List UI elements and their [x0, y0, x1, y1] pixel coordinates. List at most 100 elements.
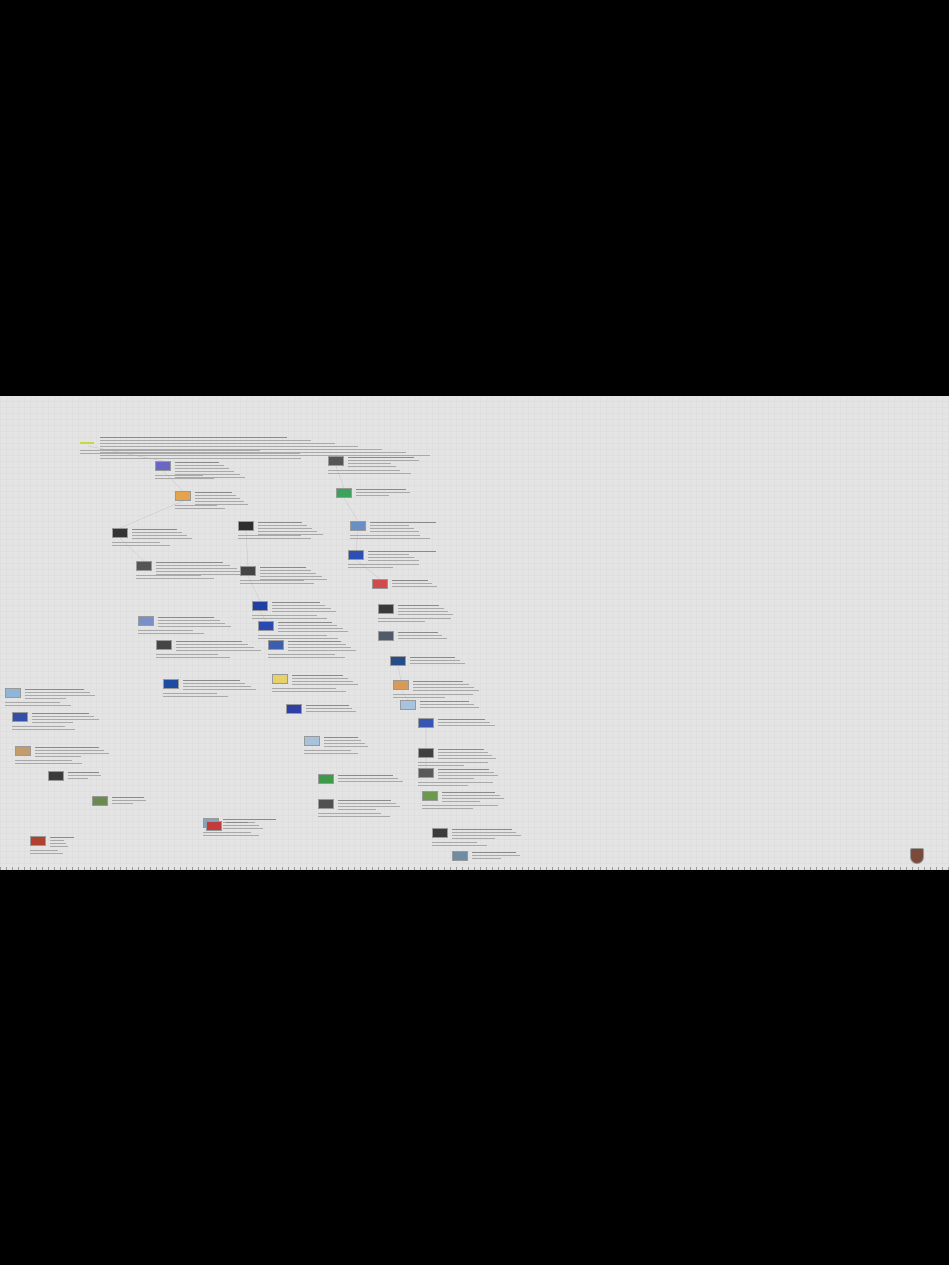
text-line	[226, 822, 248, 823]
mind-map-canvas[interactable]	[0, 396, 949, 870]
thumbnail-icon	[206, 821, 222, 831]
text-line	[452, 829, 512, 830]
text-line	[442, 792, 496, 793]
text-line	[5, 705, 71, 706]
text-line	[68, 775, 102, 776]
thumbnail-icon	[286, 704, 302, 714]
text-line	[278, 628, 343, 629]
crest-icon	[910, 848, 924, 864]
thumbnail-icon	[418, 768, 434, 778]
text-line	[438, 719, 486, 720]
text-line	[328, 470, 401, 471]
text-line	[258, 528, 312, 529]
text-line	[338, 775, 394, 776]
thumbnail-icon	[92, 796, 108, 806]
thumbnail-icon	[378, 604, 394, 614]
text-line	[175, 474, 240, 475]
text-line	[50, 840, 64, 841]
text-line	[356, 492, 410, 493]
connector-line	[119, 500, 184, 529]
text-line	[378, 618, 451, 619]
text-line	[268, 657, 345, 658]
text-line	[370, 525, 410, 526]
text-line	[304, 753, 358, 754]
text-line	[272, 605, 326, 606]
thumbnail-icon	[390, 656, 406, 666]
text-line	[288, 644, 346, 645]
text-line	[442, 795, 500, 796]
connector-line	[119, 537, 145, 562]
thumbnail-icon	[258, 621, 274, 631]
connector-line	[259, 610, 267, 622]
text-line	[175, 508, 226, 509]
thumbnail-icon	[350, 521, 366, 531]
text-line	[32, 716, 95, 717]
thumbnail-icon	[400, 700, 416, 710]
text-line	[418, 785, 469, 786]
text-line	[272, 602, 320, 603]
text-line	[442, 801, 480, 802]
text-line	[156, 565, 230, 566]
text-line	[156, 562, 223, 563]
text-line	[288, 650, 357, 651]
text-line	[238, 535, 301, 536]
text-line	[260, 573, 317, 574]
text-line	[292, 678, 348, 679]
text-line	[35, 747, 99, 748]
text-line	[158, 626, 231, 627]
text-line	[158, 623, 226, 624]
text-line	[195, 501, 245, 502]
text-line	[338, 809, 376, 810]
text-line	[338, 806, 401, 807]
text-line	[30, 850, 59, 851]
text-line	[356, 495, 389, 496]
text-line	[318, 813, 381, 814]
text-line	[260, 576, 322, 577]
text-line	[420, 701, 469, 702]
text-line	[258, 525, 307, 526]
text-line	[392, 583, 433, 584]
text-line	[175, 468, 229, 469]
text-line	[324, 740, 362, 741]
text-line	[288, 647, 351, 648]
thumbnail-icon	[304, 736, 320, 746]
text-line	[438, 755, 492, 756]
text-line	[418, 782, 493, 783]
text-line	[158, 617, 214, 618]
text-line	[138, 630, 193, 631]
text-line	[393, 697, 446, 698]
text-line	[12, 726, 66, 727]
thumbnail-icon	[318, 774, 334, 784]
text-line	[260, 579, 327, 580]
text-line	[260, 570, 311, 571]
thumbnail-icon	[15, 746, 31, 756]
text-line	[438, 722, 490, 723]
text-line	[348, 457, 414, 458]
text-line	[156, 568, 237, 569]
text-line	[195, 504, 249, 505]
text-line	[418, 762, 488, 763]
text-line	[338, 781, 404, 782]
text-line	[203, 835, 260, 836]
text-line	[260, 567, 306, 568]
text-line	[413, 681, 464, 682]
text-line	[258, 635, 327, 636]
text-line	[100, 440, 311, 441]
thumbnail-icon	[252, 601, 268, 611]
text-line	[398, 605, 439, 606]
text-line	[156, 654, 218, 655]
thumbnail-icon	[418, 748, 434, 758]
text-line	[203, 832, 251, 833]
thumbnail-icon	[175, 491, 191, 501]
text-line	[223, 819, 277, 820]
connector-line	[245, 530, 249, 567]
text-line	[112, 803, 133, 804]
text-line	[438, 772, 494, 773]
text-line	[80, 453, 300, 454]
text-line	[472, 855, 520, 856]
text-line	[155, 478, 214, 479]
text-line	[100, 455, 430, 456]
text-line	[278, 631, 349, 632]
text-line	[132, 529, 177, 530]
thumbnail-icon	[378, 631, 394, 641]
